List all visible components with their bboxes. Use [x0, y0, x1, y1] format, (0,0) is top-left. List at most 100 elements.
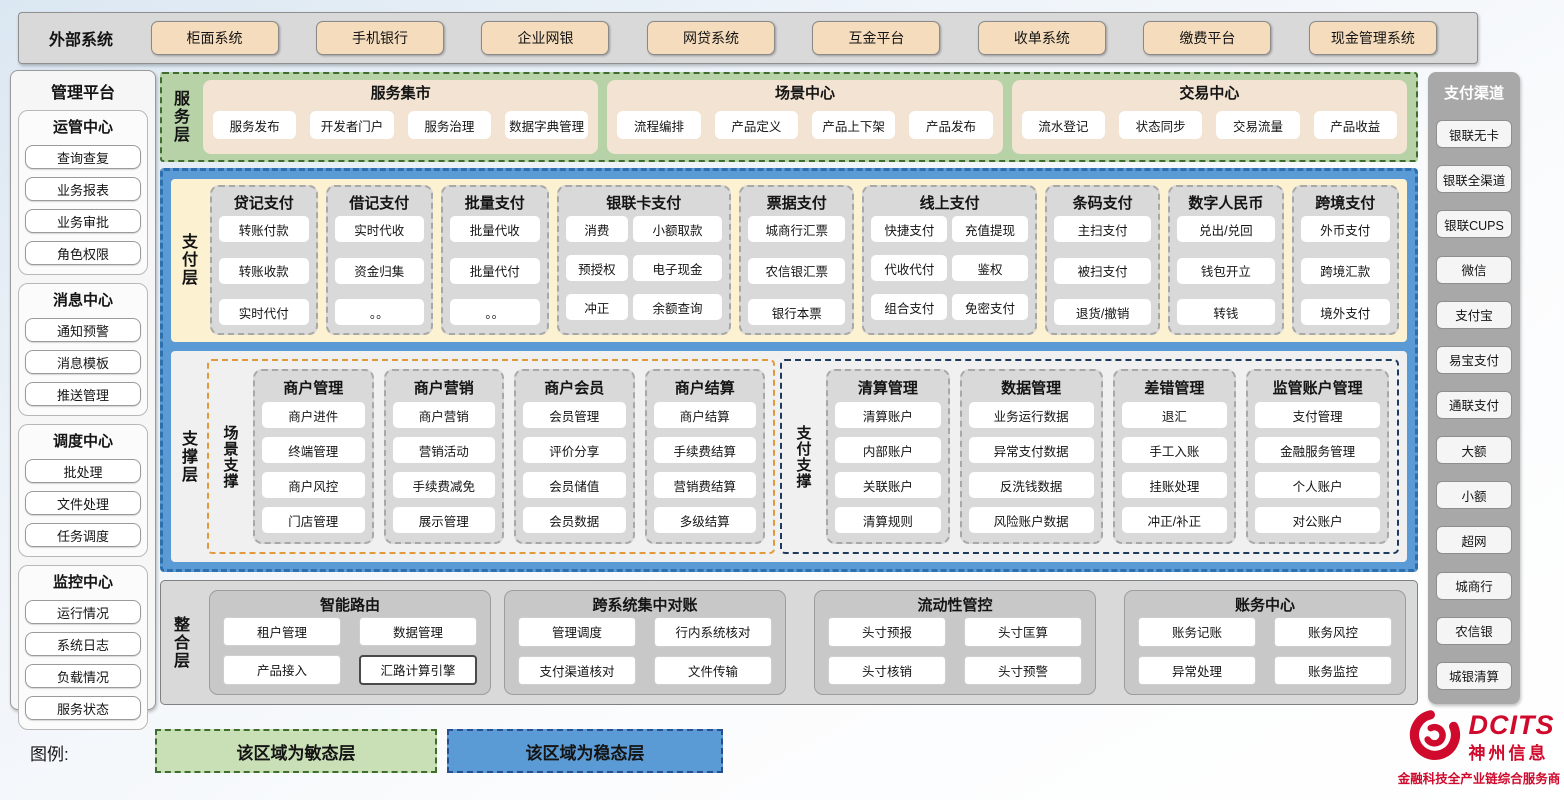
payment-item-button[interactable]: 代收代付	[871, 255, 948, 281]
service-item-button[interactable]: 产品上下架	[811, 111, 896, 139]
payment-item-button[interactable]: 组合支付	[871, 294, 948, 320]
payment-channel-button[interactable]: 小额	[1436, 481, 1512, 510]
support-item-button[interactable]: 业务运行数据	[968, 402, 1094, 428]
support-item-button[interactable]: 评价分享	[523, 437, 626, 463]
support-item-button[interactable]: 商户风控	[262, 472, 365, 498]
payment-channel-button[interactable]: 大额	[1436, 436, 1512, 465]
support-item-button[interactable]: 退汇	[1121, 402, 1228, 428]
external-system-button[interactable]: 手机银行	[315, 21, 444, 55]
integration-item-button[interactable]: 账务风控	[1274, 617, 1392, 647]
service-item-button[interactable]: 服务发布	[213, 111, 297, 139]
payment-item-button[interactable]: 转账付款	[219, 216, 309, 242]
payment-item-button[interactable]: 外币支付	[1300, 216, 1390, 242]
support-item-button[interactable]: 支付管理	[1255, 402, 1380, 428]
integration-item-button[interactable]: 头寸核销	[828, 655, 946, 685]
support-item-button[interactable]: 个人账户	[1255, 472, 1380, 498]
integration-item-button[interactable]: 账务监控	[1274, 655, 1392, 685]
payment-item-button[interactable]: 电子现金	[632, 255, 723, 281]
support-item-button[interactable]: 门店管理	[262, 507, 365, 533]
management-item-button[interactable]: 文件处理	[25, 491, 141, 515]
payment-item-button[interactable]: 实时代付	[219, 299, 309, 325]
external-system-button[interactable]: 收单系统	[977, 21, 1106, 55]
management-item-button[interactable]: 批处理	[25, 459, 141, 483]
external-system-button[interactable]: 缴费平台	[1143, 21, 1272, 55]
service-item-button[interactable]: 服务治理	[407, 111, 491, 139]
support-item-button[interactable]: 异常支付数据	[968, 437, 1094, 463]
external-system-button[interactable]: 互金平台	[812, 21, 941, 55]
payment-channel-button[interactable]: 超网	[1436, 526, 1512, 555]
support-item-button[interactable]: 展示管理	[392, 507, 496, 533]
service-item-button[interactable]: 交易流量	[1216, 111, 1300, 139]
integration-item-button[interactable]: 支付渠道核对	[518, 655, 636, 685]
payment-channel-button[interactable]: 支付宝	[1436, 300, 1512, 329]
management-item-button[interactable]: 推送管理	[25, 382, 141, 406]
integration-item-button[interactable]: 异常处理	[1138, 655, 1256, 685]
management-item-button[interactable]: 业务报表	[25, 177, 141, 201]
payment-item-button[interactable]: 转账收款	[219, 257, 309, 284]
integration-item-button[interactable]: 租户管理	[223, 617, 341, 646]
service-item-button[interactable]: 产品发布	[909, 111, 993, 139]
support-item-button[interactable]: 挂账处理	[1121, 472, 1228, 498]
payment-item-button[interactable]: 充值提现	[952, 216, 1028, 242]
payment-item-button[interactable]: 冲正	[565, 294, 629, 320]
payment-item-button[interactable]: 兑出/兑回	[1177, 216, 1275, 242]
support-item-button[interactable]: 营销活动	[392, 437, 496, 463]
payment-item-button[interactable]: 实时代收	[334, 216, 424, 242]
service-item-button[interactable]: 数据字典管理	[504, 111, 589, 139]
payment-item-button[interactable]: 消费	[565, 216, 629, 242]
management-item-button[interactable]: 负载情况	[25, 664, 141, 688]
management-item-button[interactable]: 服务状态	[25, 696, 141, 720]
management-item-button[interactable]: 系统日志	[25, 632, 141, 656]
management-item-button[interactable]: 通知预警	[25, 318, 141, 342]
external-system-button[interactable]: 企业网银	[481, 21, 610, 55]
payment-item-button[interactable]: 城商行汇票	[748, 216, 846, 242]
support-item-button[interactable]: 手工入账	[1121, 437, 1228, 463]
support-item-button[interactable]: 会员管理	[523, 402, 626, 428]
management-item-button[interactable]: 角色权限	[25, 241, 141, 265]
service-item-button[interactable]: 产品定义	[714, 111, 798, 139]
payment-channel-button[interactable]: 通联支付	[1436, 390, 1512, 419]
integration-item-button[interactable]: 汇路计算引擎	[359, 654, 477, 685]
payment-item-button[interactable]: 。。	[450, 299, 540, 325]
integration-item-button[interactable]: 头寸预报	[828, 617, 946, 647]
external-system-button[interactable]: 柜面系统	[150, 21, 279, 55]
payment-item-button[interactable]: 批量代付	[450, 257, 540, 284]
payment-item-button[interactable]: 资金归集	[334, 257, 424, 284]
support-item-button[interactable]: 商户进件	[262, 402, 365, 428]
integration-item-button[interactable]: 文件传输	[654, 655, 772, 685]
payment-item-button[interactable]: 主扫支付	[1054, 216, 1152, 242]
support-item-button[interactable]: 冲正/补正	[1121, 507, 1228, 533]
support-item-button[interactable]: 风险账户数据	[968, 507, 1094, 533]
payment-channel-button[interactable]: 城商行	[1436, 571, 1512, 600]
support-item-button[interactable]: 清算账户	[835, 402, 941, 428]
payment-channel-button[interactable]: 银联CUPS	[1436, 210, 1512, 239]
payment-item-button[interactable]: 转钱	[1177, 299, 1275, 325]
service-item-button[interactable]: 开发者门户	[310, 111, 394, 139]
support-item-button[interactable]: 清算规则	[835, 507, 941, 533]
payment-item-button[interactable]: 批量代收	[450, 216, 540, 242]
management-item-button[interactable]: 查询查复	[25, 145, 141, 169]
integration-item-button[interactable]: 数据管理	[359, 617, 477, 646]
payment-item-button[interactable]: 跨境汇款	[1300, 257, 1390, 284]
management-item-button[interactable]: 消息模板	[25, 350, 141, 374]
support-item-button[interactable]: 内部账户	[835, 437, 941, 463]
external-system-button[interactable]: 现金管理系统	[1308, 21, 1437, 55]
payment-item-button[interactable]: 农信银汇票	[748, 257, 846, 284]
service-item-button[interactable]: 状态同步	[1118, 111, 1203, 139]
payment-item-button[interactable]: 快捷支付	[871, 216, 948, 242]
support-item-button[interactable]: 会员数据	[523, 507, 626, 533]
payment-channel-button[interactable]: 城银清算	[1436, 661, 1512, 690]
payment-item-button[interactable]: 银行本票	[748, 299, 846, 325]
management-item-button[interactable]: 业务审批	[25, 209, 141, 233]
service-item-button[interactable]: 流水登记	[1021, 111, 1105, 139]
payment-item-button[interactable]: 钱包开立	[1177, 257, 1275, 284]
payment-item-button[interactable]: 免密支付	[952, 294, 1028, 320]
management-item-button[interactable]: 运行情况	[25, 600, 141, 624]
support-item-button[interactable]: 会员储值	[523, 472, 626, 498]
integration-item-button[interactable]: 行内系统核对	[654, 617, 772, 647]
support-item-button[interactable]: 关联账户	[835, 472, 941, 498]
payment-item-button[interactable]: 退货/撤销	[1054, 299, 1152, 325]
service-item-button[interactable]: 流程编排	[617, 111, 701, 139]
integration-item-button[interactable]: 头寸预警	[964, 655, 1082, 685]
support-item-button[interactable]: 商户营销	[392, 402, 496, 428]
